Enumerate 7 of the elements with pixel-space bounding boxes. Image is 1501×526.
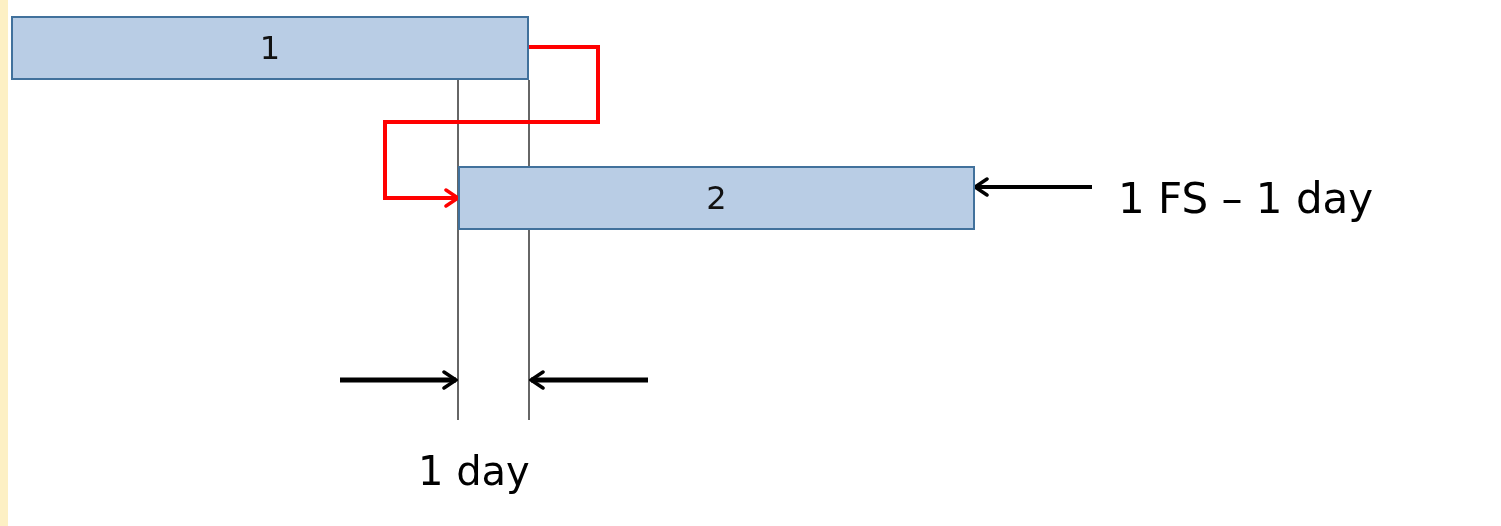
task-bar: [11, 16, 529, 80]
task-bar: [458, 166, 975, 230]
dimension-label: 1 day: [418, 448, 530, 494]
dependency-arrow: [383, 45, 600, 208]
task-number: 1: [259, 29, 281, 67]
task-number: 2: [706, 179, 727, 217]
lag-label: 1 FS – 1 day: [1118, 173, 1374, 223]
